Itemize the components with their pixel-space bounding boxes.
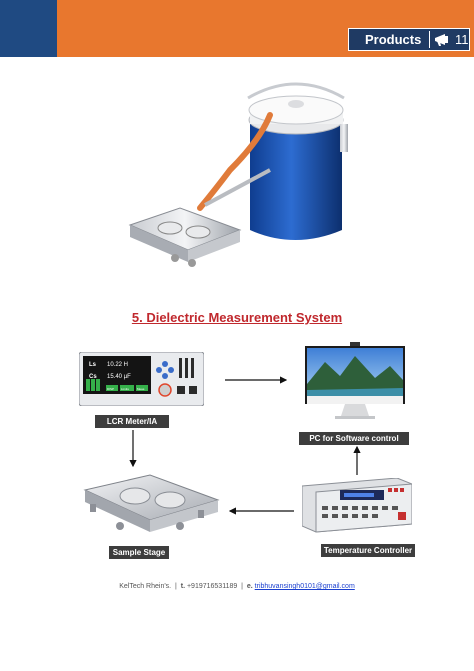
footer: KelTech Rhein's. | t. +919716531189 | e.…	[0, 583, 474, 590]
megaphone-icon	[435, 34, 448, 46]
lcr-btn-limits: Limits	[121, 387, 129, 391]
footer-sep-2: |	[241, 583, 243, 590]
cryostat-illustration	[128, 82, 348, 267]
footer-company: KelTech Rhein's.	[119, 583, 172, 590]
lcr-btn-disp: DISP	[107, 387, 114, 391]
footer-phone: +919716531189	[186, 583, 238, 590]
section-label: Products	[365, 32, 422, 47]
pc-caption: PC for Software control	[299, 432, 409, 445]
lcr-meter-illustration: Ls 10.22 H Cs 15.40 µF DISP Limits Meas	[79, 352, 204, 406]
lcr-btn-meas: Meas	[137, 387, 145, 391]
lcr-line1-sym: Ls	[89, 362, 97, 368]
section-tab: Products 11	[348, 28, 470, 51]
lcr-line2-sym: Cs	[89, 374, 97, 380]
section-title: 5. Dielectric Measurement System	[131, 310, 343, 325]
temp-caption: Temperature Controller	[321, 544, 415, 557]
header-blue-block	[0, 0, 57, 57]
footer-email-link[interactable]: tribhuvansingh0101@gmail.com	[254, 583, 355, 590]
lcr-caption: LCR Meter/IA	[95, 415, 169, 428]
footer-email-label: e.	[246, 583, 253, 590]
footer-sep-1: |	[175, 583, 177, 590]
footer-phone-label: t.	[180, 583, 186, 590]
sample-stage-illustration	[83, 474, 220, 532]
tab-divider	[429, 31, 430, 48]
lcr-line1-val: 10.22 H	[107, 362, 128, 368]
temperature-controller-illustration	[302, 478, 412, 533]
pc-illustration	[305, 342, 405, 419]
stage-caption: Sample Stage	[109, 546, 169, 559]
lcr-line2-val: 15.40 µF	[107, 374, 131, 380]
page-number: 11	[455, 32, 469, 47]
